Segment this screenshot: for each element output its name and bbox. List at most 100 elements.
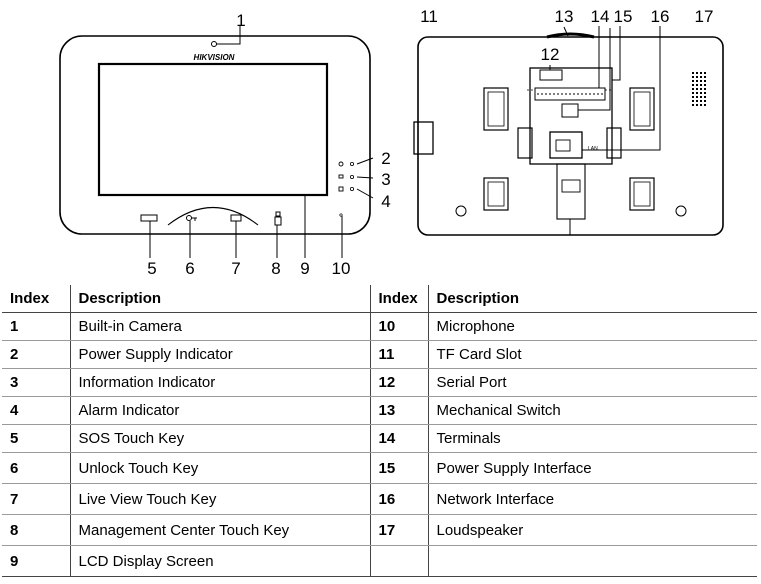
mount-clip-mid-right [606, 127, 622, 159]
mount-clip-mid-left [517, 127, 533, 159]
index-cell: 15 [369, 452, 428, 484]
callout-12: 12 [541, 45, 560, 64]
callout-13: 13 [555, 7, 574, 26]
description-cell: Power Supply Indicator [69, 340, 370, 369]
header-index-left: Index [2, 285, 70, 313]
callout-1: 1 [236, 11, 245, 30]
mount-clip-top-right [629, 87, 655, 131]
lan-label: LAN [588, 146, 598, 152]
camera-icon [211, 41, 217, 47]
mount-rail [556, 163, 586, 220]
callout-10: 10 [332, 259, 351, 278]
serial-port [539, 69, 563, 81]
index-cell: 9 [2, 545, 70, 577]
unlock-key-icon [186, 215, 197, 221]
header-description-left: Description [69, 285, 370, 313]
alarm-indicator-icon [338, 186, 344, 192]
index-cell: 11 [369, 340, 428, 369]
index-cell: 7 [2, 483, 70, 515]
index-cell: 14 [369, 424, 428, 453]
screw-hole-right [675, 205, 687, 217]
callout-4: 4 [381, 192, 390, 211]
description-cell: Microphone [427, 312, 757, 341]
callout-2: 2 [381, 149, 390, 168]
device-diagram: HIKVISION [59, 7, 724, 278]
table-row: 2 Power Supply Indicator 11 TF Card Slot [2, 340, 757, 369]
callout-5: 5 [147, 259, 156, 278]
description-cell: Terminals [427, 424, 757, 453]
info-indicator-icon [338, 174, 344, 179]
description-cell: LCD Display Screen [69, 545, 370, 577]
table-row: 6 Unlock Touch Key 15 Power Supply Inter… [2, 452, 757, 484]
front-housing [59, 35, 371, 235]
index-cell: 3 [2, 368, 70, 397]
lcd-screen [97, 62, 329, 197]
microphone-hole [339, 213, 343, 217]
loudspeaker-grille [692, 72, 708, 108]
index-cell: 12 [369, 368, 428, 397]
component-table: Index Description Index Description 1 Bu… [2, 285, 757, 577]
terminal-block [534, 87, 606, 101]
network-interface [549, 131, 583, 159]
description-cell: SOS Touch Key [69, 424, 370, 453]
callout-14: 14 [591, 7, 610, 26]
brand-logo: HIKVISION [194, 53, 235, 62]
rear-view: LAN [413, 26, 724, 236]
table-row: 1 Built-in Camera 10 Microphone [2, 312, 757, 341]
callout-11: 11 [420, 7, 438, 26]
rear-housing [417, 36, 724, 236]
screw-hole-left [455, 205, 467, 217]
description-cell: Serial Port [427, 368, 757, 397]
sos-key-icon [140, 214, 158, 222]
description-cell: Unlock Touch Key [69, 452, 370, 484]
table-row: 5 SOS Touch Key 14 Terminals [2, 424, 757, 453]
index-cell: 16 [369, 483, 428, 515]
table-row: 8 Management Center Touch Key 17 Loudspe… [2, 514, 757, 546]
live-view-key-icon [230, 214, 242, 222]
table-row: 4 Alarm Indicator 13 Mechanical Switch [2, 396, 757, 425]
callout-16: 16 [651, 7, 670, 26]
description-cell: TF Card Slot [427, 340, 757, 369]
tf-card-slot [413, 121, 434, 155]
index-cell: 2 [2, 340, 70, 369]
description-cell: Mechanical Switch [427, 396, 757, 425]
description-cell [427, 545, 757, 577]
mount-clip-bottom-left [483, 177, 509, 211]
description-cell: Alarm Indicator [69, 396, 370, 425]
description-cell: Management Center Touch Key [69, 514, 370, 546]
table-row: 9 LCD Display Screen [2, 545, 757, 577]
management-key-icon [274, 211, 282, 226]
rear-callouts: 11 12 13 14 15 16 17 [420, 7, 713, 64]
callout-3: 3 [381, 170, 390, 189]
header-index-right: Index [369, 285, 428, 313]
description-cell: Built-in Camera [69, 312, 370, 341]
info-indicator-led [349, 174, 354, 179]
rear-leader-lines [549, 26, 661, 151]
mount-clip-top-left [483, 87, 509, 131]
description-cell: Information Indicator [69, 368, 370, 397]
index-cell: 10 [369, 312, 428, 341]
index-cell: 6 [2, 452, 70, 484]
callout-7: 7 [231, 259, 240, 278]
header-description-right: Description [427, 285, 757, 313]
table-row: 3 Information Indicator 12 Serial Port [2, 368, 757, 397]
mount-clip-bottom-right [629, 177, 655, 211]
power-indicator-icon [338, 161, 344, 167]
power-indicator-led [349, 161, 354, 166]
front-view: HIKVISION [59, 26, 374, 258]
callout-9: 9 [300, 259, 309, 278]
front-leader-lines [149, 26, 374, 258]
index-cell: 5 [2, 424, 70, 453]
callout-6: 6 [185, 259, 194, 278]
index-cell: 13 [369, 396, 428, 425]
description-cell: Live View Touch Key [69, 483, 370, 515]
index-cell: 1 [2, 312, 70, 341]
description-cell: Loudspeaker [427, 514, 757, 546]
callout-8: 8 [271, 259, 280, 278]
callout-17: 17 [695, 7, 714, 26]
table-header-row: Index Description Index Description [2, 285, 757, 313]
power-supply-interface [561, 103, 579, 118]
mechanical-switch [546, 32, 595, 39]
index-cell: 17 [369, 514, 428, 546]
description-cell: Power Supply Interface [427, 452, 757, 484]
